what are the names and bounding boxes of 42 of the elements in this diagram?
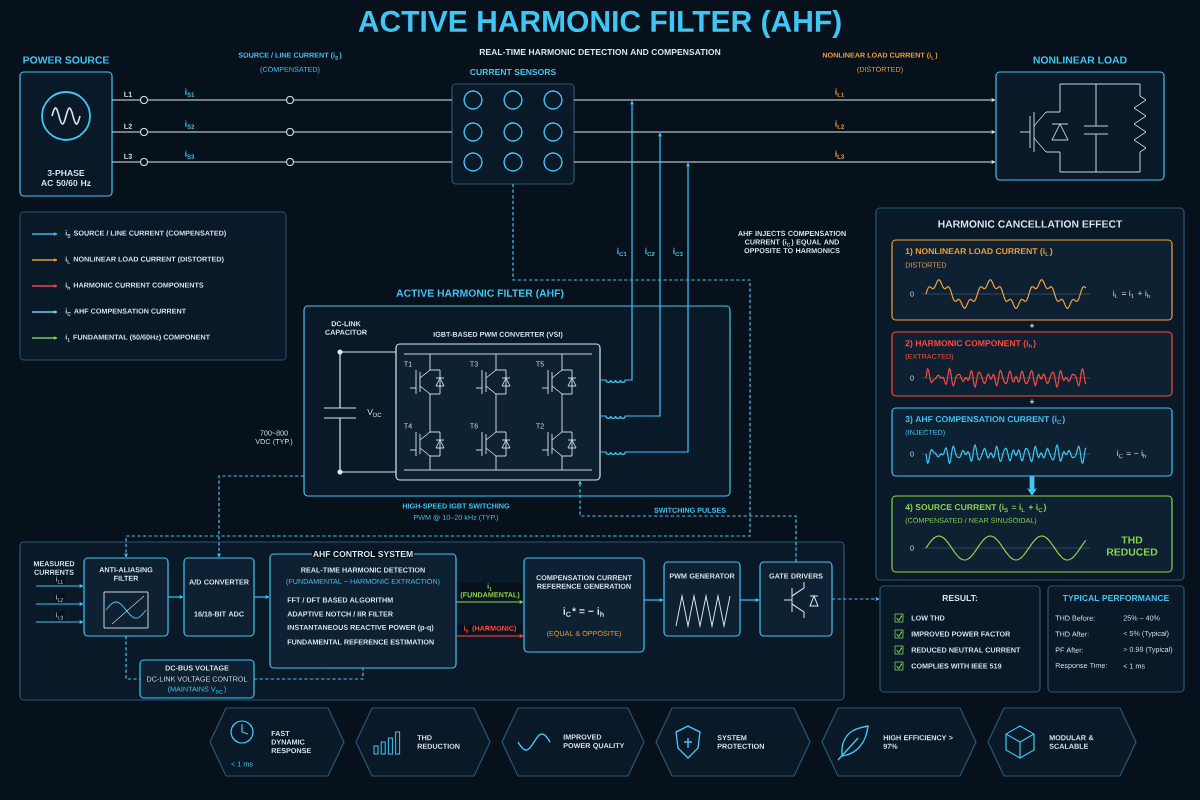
arrow [599,132,662,419]
arrow [217,475,305,558]
arrow [578,480,797,563]
arrow [35,620,84,624]
arrow [35,602,84,606]
arrow [455,600,524,604]
waveform-panel [891,331,1173,397]
connector-line [111,131,453,133]
performance-table [1047,585,1185,693]
arrow [831,597,880,601]
arrow [573,160,996,164]
converter-box [395,331,601,481]
arrow [599,100,634,383]
connector-line [111,99,453,101]
arrow [455,634,524,638]
connector-line [111,161,453,163]
control-system-box [269,550,457,669]
gate-driver-box [759,561,833,637]
arrow [739,598,760,602]
title: ACTIVE HARMONIC FILTER (AHF) [358,10,841,38]
arrow [573,130,996,134]
load-box [995,56,1165,181]
arrow [253,595,270,599]
arrow [643,598,664,602]
waveform-panel [891,239,1173,321]
connector-line [253,667,364,680]
arrow [35,584,84,588]
arrow [599,162,690,455]
arrow [167,595,184,599]
reference-box [523,557,645,653]
power-source-box [19,56,113,197]
result-box [879,585,1041,693]
voltage-control-box [139,659,255,699]
arrow [573,98,996,102]
arrow [124,183,751,558]
adc-box [183,557,255,637]
pwm-generator-box [663,561,741,637]
sensor-box [451,69,575,185]
waveform-panel [891,407,1173,477]
filter-box [83,557,169,637]
waveform-panel [891,495,1173,573]
connector-line [125,635,141,680]
